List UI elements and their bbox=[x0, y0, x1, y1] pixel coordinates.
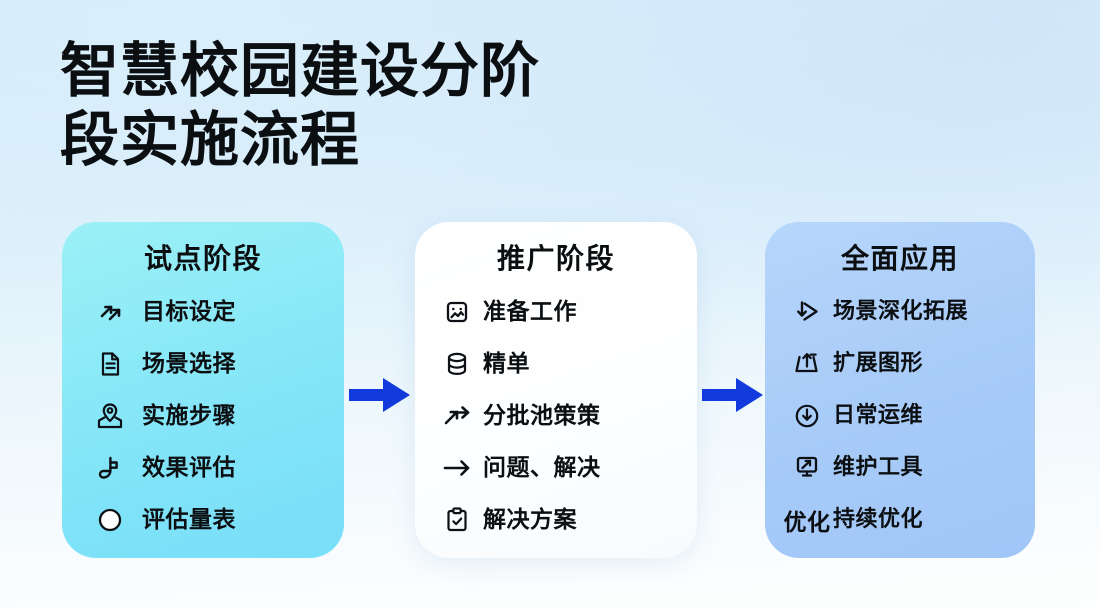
stage-card-title: 全面应用 bbox=[840, 242, 959, 275]
stage-item-list: 场景深化拓展 扩展图形 bbox=[765, 290, 1035, 542]
arrow-stage1-to-stage2 bbox=[349, 378, 411, 412]
list-item[interactable]: 实施步骤 bbox=[78, 394, 328, 438]
text-label-icon: 优化 bbox=[783, 510, 831, 536]
page-title-line-2: 段实施流程 bbox=[60, 105, 361, 174]
list-item[interactable]: 日常运维 bbox=[781, 394, 1019, 438]
list-item-label: 维护工具 bbox=[833, 455, 924, 480]
stage-cards-row: 试点阶段 目标设定 bbox=[0, 222, 1100, 558]
list-item[interactable]: 目标设定 bbox=[78, 290, 328, 334]
list-item-label: 场景选择 bbox=[142, 351, 236, 377]
clipboard-check-icon bbox=[431, 500, 483, 540]
list-item-label: 场景深化拓展 bbox=[833, 299, 969, 324]
list-item-label: 分批池策策 bbox=[483, 403, 601, 429]
arrow-right-icon bbox=[431, 448, 483, 488]
clock-download-icon bbox=[781, 396, 833, 436]
stage-card-promotion[interactable]: 推广阶段 准备工作 bbox=[415, 222, 697, 558]
list-item[interactable]: 维护工具 bbox=[781, 446, 1019, 490]
list-item-label: 目标设定 bbox=[142, 299, 236, 325]
list-item[interactable]: 准备工作 bbox=[431, 290, 681, 334]
circle-icon bbox=[84, 500, 136, 540]
arrow-up-right-icon bbox=[431, 396, 483, 436]
list-item-label: 日常运维 bbox=[833, 403, 924, 428]
page-title-line-1: 智慧校园建设分阶 bbox=[60, 36, 541, 105]
stage-item-list: 目标设定 场景选择 bbox=[62, 290, 344, 542]
stage-card-title: 试点阶段 bbox=[143, 242, 262, 275]
list-item[interactable]: 场景深化拓展 bbox=[781, 290, 1019, 334]
stage-card-pilot[interactable]: 试点阶段 目标设定 bbox=[62, 222, 344, 558]
list-item-label: 评估量表 bbox=[142, 507, 236, 533]
list-item[interactable]: 扩展图形 bbox=[781, 342, 1019, 386]
list-item-label: 问题、解决 bbox=[483, 455, 601, 481]
monitor-tool-icon bbox=[781, 448, 833, 488]
curved-arrow-right-icon bbox=[781, 292, 833, 332]
list-item-label: 解决方案 bbox=[483, 507, 577, 533]
list-item-label: 扩展图形 bbox=[833, 351, 924, 376]
map-pin-icon bbox=[84, 396, 136, 436]
database-icon bbox=[431, 344, 483, 384]
list-item-label: 实施步骤 bbox=[142, 403, 236, 429]
list-item[interactable]: 评估量表 bbox=[78, 498, 328, 542]
list-item[interactable]: 优化 持续优化 bbox=[781, 498, 1019, 542]
list-item[interactable]: 问题、解决 bbox=[431, 446, 681, 490]
list-item[interactable]: 场景选择 bbox=[78, 342, 328, 386]
image-picture-icon bbox=[431, 292, 483, 332]
stage-card-title: 推广阶段 bbox=[496, 242, 615, 275]
rating-gauge-icon bbox=[84, 448, 136, 488]
stage-item-list: 准备工作 精单 bbox=[415, 290, 697, 542]
export-upload-icon bbox=[781, 344, 833, 384]
list-item-label: 准备工作 bbox=[483, 299, 577, 325]
list-item-label: 持续优化 bbox=[833, 507, 924, 532]
list-item[interactable]: 精单 bbox=[431, 342, 681, 386]
stage-card-full-application[interactable]: 全面应用 场景深化拓展 bbox=[765, 222, 1035, 558]
trending-up-arrows-icon bbox=[84, 292, 136, 332]
list-item-label: 效果评估 bbox=[142, 455, 236, 481]
document-lines-icon bbox=[84, 344, 136, 384]
list-item-label: 精单 bbox=[483, 351, 530, 377]
list-item[interactable]: 分批池策策 bbox=[431, 394, 681, 438]
list-item[interactable]: 解决方案 bbox=[431, 498, 681, 542]
list-item[interactable]: 效果评估 bbox=[78, 446, 328, 490]
arrow-stage2-to-stage3 bbox=[702, 378, 764, 412]
page-title: 智慧校园建设分阶 段实施流程 bbox=[60, 36, 700, 174]
